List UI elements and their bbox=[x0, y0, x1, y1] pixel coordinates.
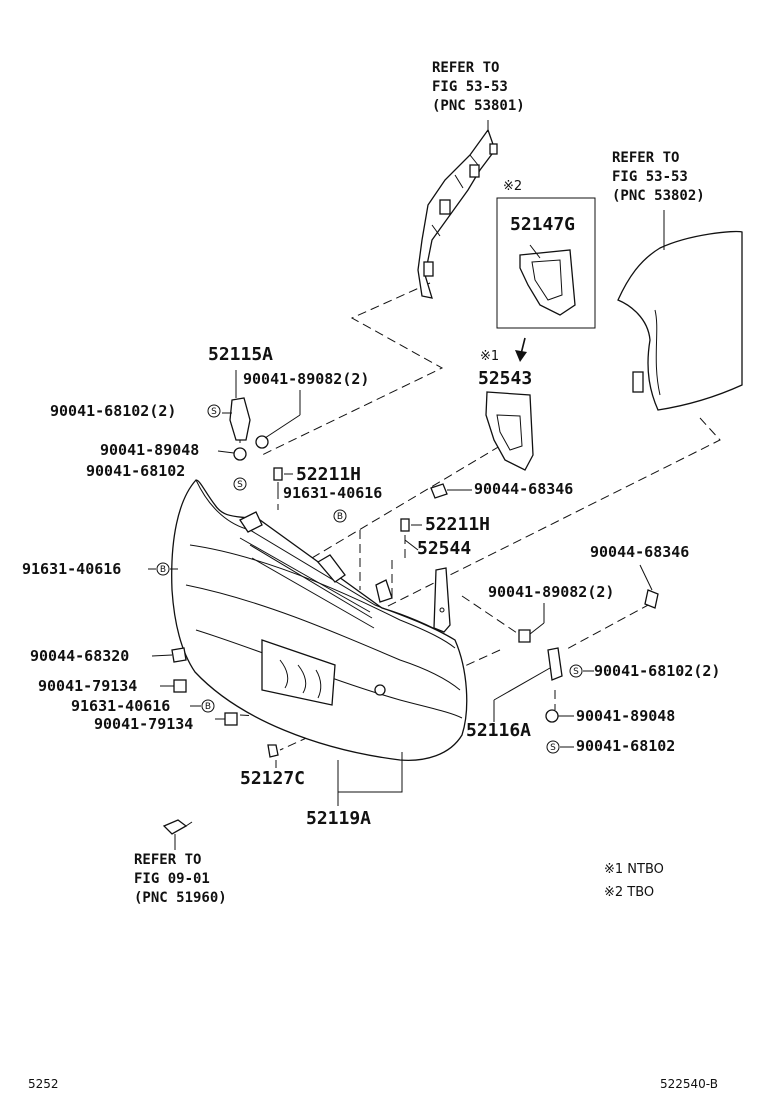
callout-c12: 90041-89082(2) bbox=[243, 370, 369, 388]
callout-c8: 52147G bbox=[510, 214, 575, 235]
callout-c20: 52544 bbox=[417, 538, 471, 559]
svg-text:S: S bbox=[237, 480, 243, 490]
callout-c11: 52115A bbox=[208, 344, 273, 365]
front-bumper-cover bbox=[171, 479, 468, 761]
callout-c4: REFER TO bbox=[612, 150, 679, 166]
bracket-52544 bbox=[433, 567, 451, 633]
left-fender-liner bbox=[417, 120, 498, 299]
svg-text:S: S bbox=[550, 743, 556, 753]
symbol-s1: S bbox=[207, 404, 221, 418]
symbol-s5: S bbox=[569, 664, 583, 678]
svg-text:S: S bbox=[211, 407, 217, 417]
callout-c38: ※2 TBO bbox=[604, 885, 654, 900]
callout-c6: (PNC 53802) bbox=[612, 188, 705, 204]
symbol-s7: S bbox=[546, 740, 560, 754]
callout-c26: 90041-79134 bbox=[38, 677, 137, 695]
arrow-down-icon bbox=[515, 337, 527, 362]
svg-text:B: B bbox=[205, 702, 211, 712]
callout-c1: REFER TO bbox=[432, 60, 499, 76]
callout-c30: 52116A bbox=[466, 720, 531, 741]
callout-c21: 90044-68346 bbox=[590, 543, 689, 561]
callout-c27: 91631-40616 bbox=[71, 697, 170, 715]
svg-text:B: B bbox=[160, 565, 166, 575]
callout-c28: 90041-79134 bbox=[94, 715, 193, 733]
callout-c3: (PNC 53801) bbox=[432, 98, 525, 114]
symbol-s3: B bbox=[333, 509, 347, 523]
symbol-s4: B bbox=[156, 562, 170, 576]
bracket-52115A bbox=[217, 370, 301, 461]
callout-c19: 52211H bbox=[425, 514, 490, 535]
svg-text:B: B bbox=[337, 512, 343, 522]
leader-lines bbox=[148, 473, 653, 850]
callout-c24: 90044-68320 bbox=[30, 647, 129, 665]
callout-c36: (PNC 51960) bbox=[134, 890, 227, 906]
callout-c29: 90041-89048 bbox=[576, 707, 675, 725]
symbol-s6: B bbox=[201, 699, 215, 713]
bracket-52543 bbox=[485, 391, 534, 471]
callout-c2: FIG 53-53 bbox=[432, 79, 508, 95]
part-callouts: REFER TO FIG 53-53 (PNC 53801) REFER TO FIG … bbox=[22, 60, 720, 1091]
callout-c17: 91631-40616 bbox=[283, 484, 382, 502]
circled-symbols: S S B B S B S bbox=[156, 404, 583, 754]
callout-c25: 90041-68102(2) bbox=[594, 662, 720, 680]
callout-c18: 90044-68346 bbox=[474, 480, 573, 498]
callout-c31: 90041-68102 bbox=[576, 737, 675, 755]
callout-c23: 90041-89082(2) bbox=[488, 583, 614, 601]
callout-c10: 52543 bbox=[478, 368, 532, 389]
callout-c39: 5252 bbox=[28, 1077, 59, 1091]
inset-box-52147G bbox=[496, 197, 596, 329]
callout-c22: 91631-40616 bbox=[22, 560, 121, 578]
callout-c33: 52119A bbox=[306, 808, 371, 829]
callout-c9: ※1 bbox=[480, 349, 499, 364]
callout-c40: 522540-B bbox=[660, 1077, 718, 1091]
callout-c14: 90041-89048 bbox=[100, 441, 199, 459]
callout-c7: ※2 bbox=[503, 179, 522, 194]
right-fender bbox=[617, 210, 743, 411]
symbol-s2: S bbox=[233, 477, 247, 491]
callout-c15: 90041-68102 bbox=[86, 462, 185, 480]
callout-c37: ※1 NTBO bbox=[604, 862, 664, 877]
callout-c16: 52211H bbox=[296, 464, 361, 485]
callout-c13: 90041-68102(2) bbox=[50, 402, 176, 420]
svg-text:S: S bbox=[573, 667, 579, 677]
callout-c32: 52127C bbox=[240, 768, 305, 789]
fasteners bbox=[162, 467, 659, 835]
callout-c35: FIG 09-01 bbox=[134, 871, 210, 887]
callout-c5: FIG 53-53 bbox=[612, 169, 688, 185]
callout-c34: REFER TO bbox=[134, 852, 201, 868]
